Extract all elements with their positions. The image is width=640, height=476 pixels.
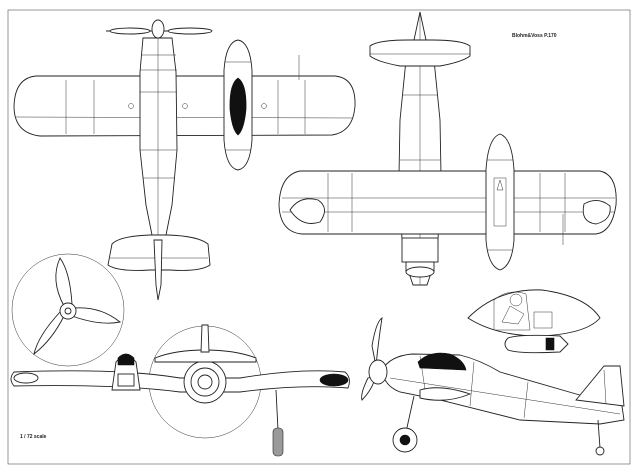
front-view-fin: [200, 324, 210, 353]
propeller-spinner: [59, 302, 77, 320]
drawing-scale-label: 1 / 72 scale: [20, 434, 47, 440]
side-view-fin: [575, 365, 625, 407]
propeller-blade-top: [55, 257, 73, 307]
cockpit-inset: [467, 289, 601, 354]
side-view-spinner: [368, 359, 388, 385]
side-view-propeller-blade-top: [371, 317, 383, 367]
front-view-gear: [275, 389, 279, 431]
propeller-blade-right: [71, 307, 122, 324]
front-view-wheel: [272, 427, 284, 457]
side-view: [361, 317, 625, 456]
side-view-gear-strut: [405, 395, 415, 433]
underside-wing: [278, 170, 617, 235]
front-view: [10, 324, 350, 457]
side-view-wing-section: [419, 387, 472, 401]
propeller-disc: [11, 253, 125, 367]
sheet-border: [7, 9, 631, 465]
front-view-cowling: [183, 360, 227, 404]
front-view-wing: [10, 370, 350, 393]
propeller-blade-left: [33, 311, 65, 356]
cockpit-inset-drop-tank: [504, 334, 569, 354]
side-view-canopy: [417, 352, 467, 371]
top-view-fin: [153, 239, 163, 301]
underside-tailplane: [369, 39, 471, 67]
top-view-wing: [13, 75, 356, 137]
underside-view: [278, 11, 617, 286]
top-view-canopy: [229, 77, 247, 136]
top-view: [13, 19, 356, 301]
drawing-title-label: Blohm&Voss P.170: [512, 33, 557, 39]
side-view-tailwheel: [595, 446, 605, 456]
pilot-head: [509, 293, 523, 307]
propeller-view: [11, 253, 125, 367]
side-view-fuselage: [381, 353, 625, 425]
underside-nacelle: [485, 133, 515, 271]
